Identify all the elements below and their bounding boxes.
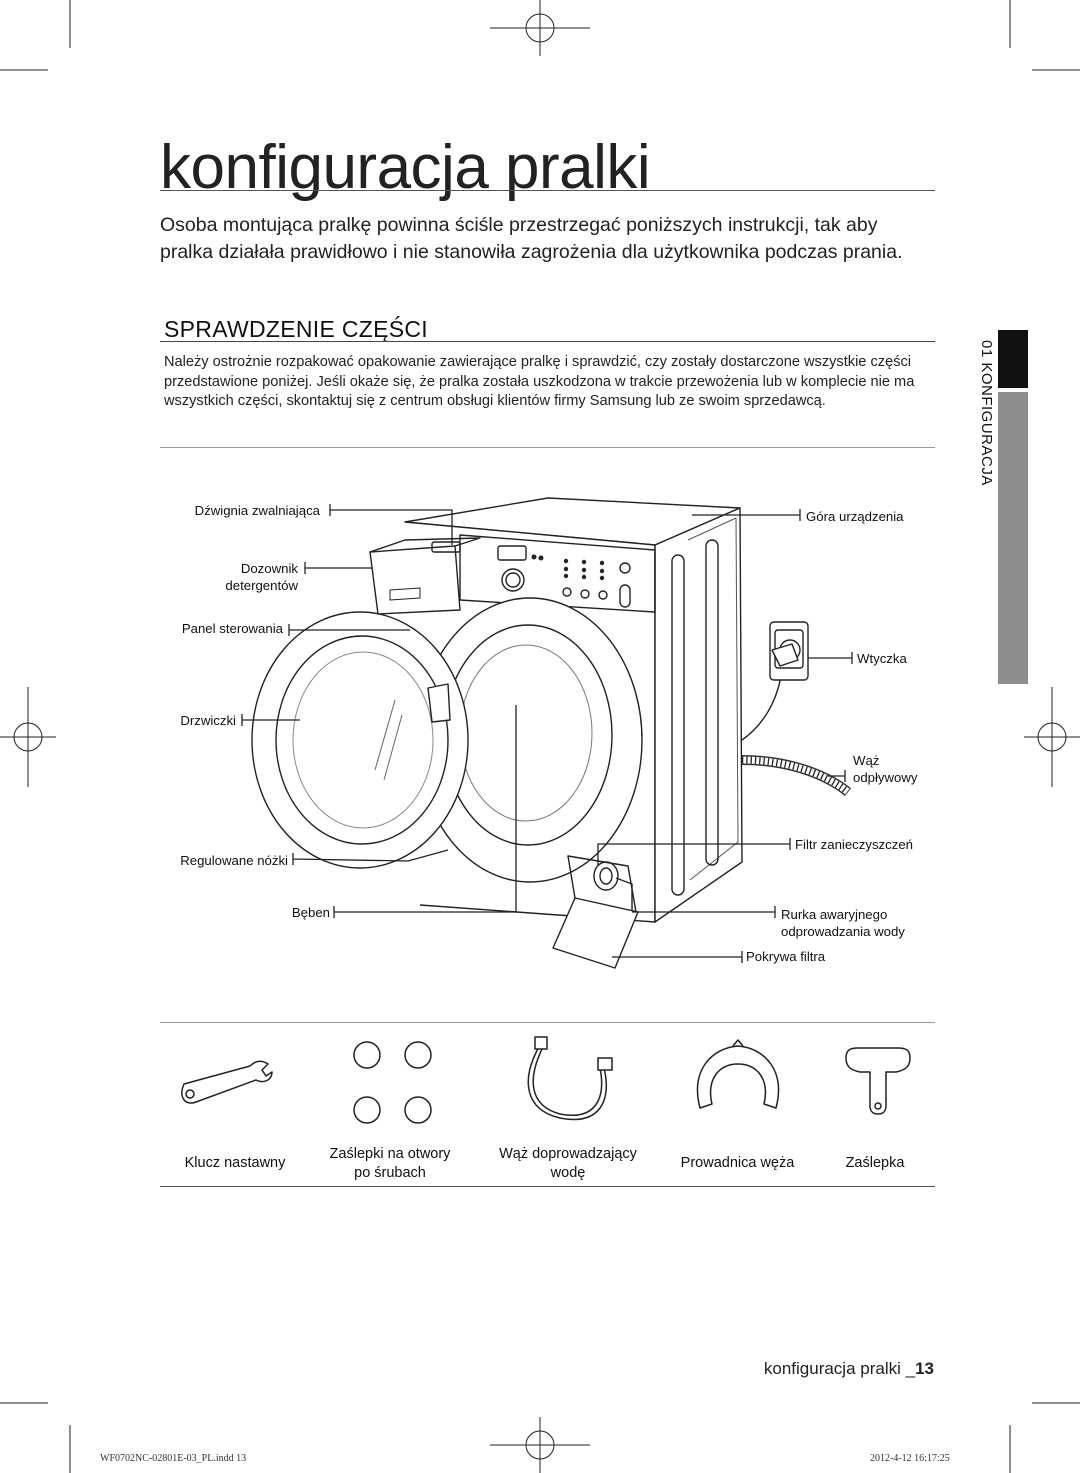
accessory-label-water-hose: Wąż doprowadzający [499,1146,637,1162]
accessory-label-spanner: Klucz nastawny [184,1155,286,1171]
label-drum: Bęben [291,905,330,920]
accessory-label-hose-guide: Prowadnica węża [680,1155,795,1171]
label-dispenser-2: detergentów [225,578,298,593]
label-filter-cover: Pokrywa filtra [746,949,826,964]
print-slug-file: WF0702NC-02801E-03_PL.indd 13 [100,1453,247,1464]
label-legs: Regulowane nóżki [180,853,288,868]
bolt-caps-icon [353,1041,432,1124]
label-dispenser: Dozownik [240,561,298,576]
label-emergency-tube: Rurka awaryjnego [781,907,888,922]
label-emergency-tube-2: odprowadzania wody [781,924,905,939]
spanner-icon [181,1060,273,1104]
label-door: Drzwiczki [180,713,236,728]
side-tab-bar [998,392,1028,684]
diagram-top-divider [160,447,935,448]
accessory-label-bolt-caps-2: po śrubach [354,1165,426,1181]
title-divider [160,190,935,191]
label-filter: Filtr zanieczyszczeń [795,837,913,852]
label-top: Góra urządzenia [806,509,904,524]
label-release-lever: Dźwignia zwalniająca [194,503,320,518]
cap-icon [845,1047,911,1115]
intro-paragraph: Osoba montująca pralkę powinna ściśle pr… [160,214,903,263]
running-title: konfiguracja pralki _ [763,1359,916,1378]
section-heading: SPRAWDZENIE CZĘŚCI [164,316,428,342]
accessories-top-divider [160,1022,935,1023]
hose-guide-icon [696,1039,780,1109]
page-number: 13 [915,1359,934,1378]
running-footer: konfiguracja pralki _13 [764,1359,934,1379]
accessory-label-cap: Zaślepka [845,1155,905,1171]
side-tab-marker [998,330,1028,388]
accessories-bottom-divider [160,1186,935,1187]
label-drain-hose: Wąż [853,753,880,768]
label-control-panel: Panel sterowania [181,621,283,636]
water-hose-icon [527,1036,613,1121]
section-divider [160,341,935,342]
label-drain-hose-2: odpływowy [853,770,918,785]
section-body: Należy ostrożnie rozpakować opakowanie z… [164,354,915,410]
print-slug-timestamp: 2012-4-12 16:17:25 [870,1453,950,1464]
accessory-label-water-hose-2: wodę [550,1165,586,1181]
accessory-label-bolt-caps: Zaślepki na otwory [329,1146,451,1162]
label-plug: Wtyczka [857,651,907,666]
